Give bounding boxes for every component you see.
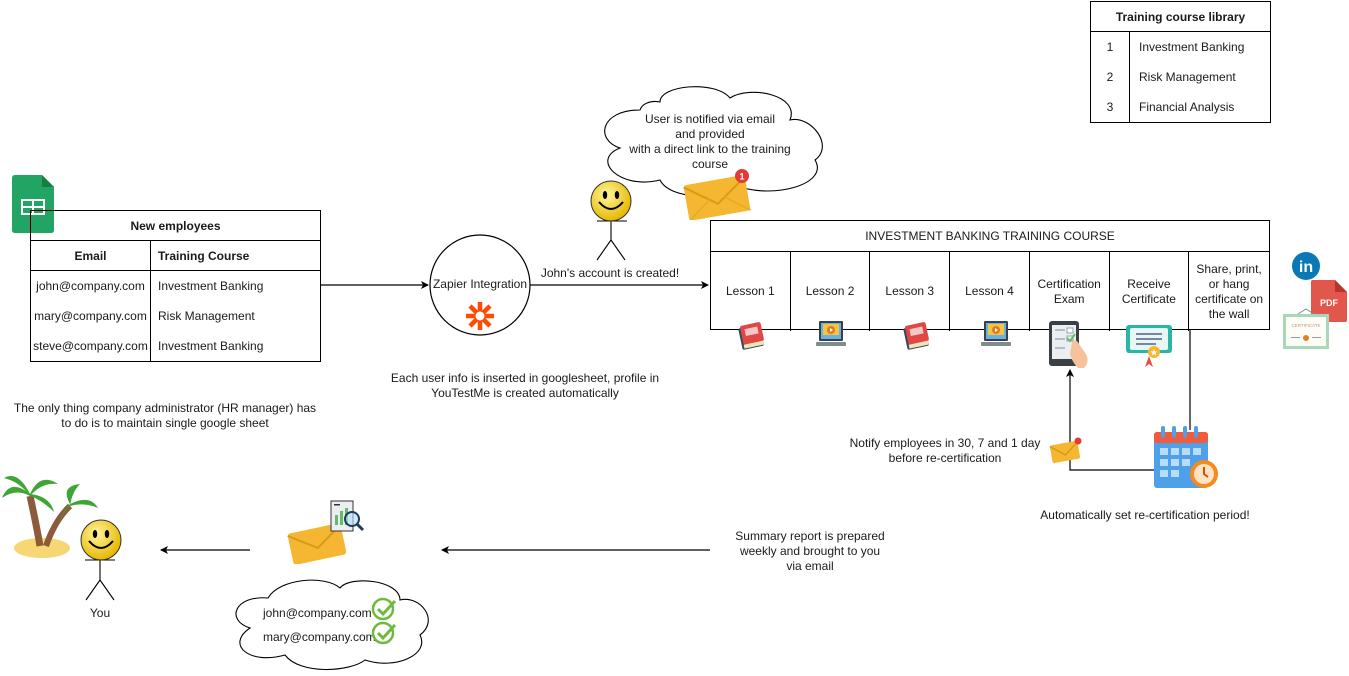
video-laptop-icon [816, 321, 846, 346]
linkedin-text: in [1299, 259, 1313, 276]
auto-recert-note: Automatically set re-certification perio… [1040, 508, 1250, 522]
notify-cloud-text: User is notified via email and provided … [615, 112, 805, 172]
tablet-exam-icon [1049, 321, 1088, 368]
summary-note-line: Summary report is prepared [735, 529, 885, 543]
table-row: john@company.com Investment Banking [30, 270, 321, 301]
pdf-icon: PDF [1311, 280, 1347, 322]
new-employees-title: New employees [30, 210, 321, 241]
admin-note: The only thing company administrator (HR… [0, 401, 330, 431]
linkedin-icon: in [1292, 252, 1320, 280]
notify-cloud-shape [604, 86, 823, 197]
notify-line: User is notified via email [644, 112, 776, 126]
table-row: mary@company.com Risk Management [30, 301, 321, 331]
summary-note-line: weekly and brought to you [739, 544, 881, 558]
zapier-logo-icon [466, 302, 494, 330]
step-receive-certificate[interactable]: Receive Certificate [1110, 252, 1190, 331]
step-lesson-1[interactable]: Lesson 1 [711, 252, 791, 331]
library-number: 3 [1090, 92, 1130, 123]
smiley-face-icon [590, 180, 632, 222]
report-cloud-shape [235, 579, 429, 671]
library-course: Risk Management [1129, 62, 1271, 92]
report-cloud-text: john@company.com mary@company.com [263, 601, 376, 649]
training-library-table: Training course library 1 Investment Ban… [1090, 1, 1271, 123]
calendar-clock-icon [1154, 426, 1218, 488]
insert-note: Each user info is inserted in googleshee… [370, 371, 680, 401]
admin-note-line: The only thing company administrator (HR… [13, 401, 317, 415]
new-employees-table: New employees Email Training Course john… [30, 210, 321, 362]
employee-course: Investment Banking [150, 331, 321, 362]
table-row: 2 Risk Management [1090, 62, 1271, 92]
step-lesson-2[interactable]: Lesson 2 [791, 252, 871, 331]
employee-course: Risk Management [150, 301, 321, 331]
notify-recert-line: Notify employees in 30, 7 and 1 day [849, 436, 1041, 450]
insert-note-line: YouTestMe is created automatically [431, 386, 619, 400]
certificate-icon [1126, 325, 1172, 367]
employee-email: mary@company.com [30, 301, 151, 331]
report-email: mary@company.com [263, 630, 376, 644]
report-email: john@company.com [263, 606, 372, 620]
you-label: You [89, 606, 111, 620]
notify-line: course [691, 157, 729, 171]
employee-course: Investment Banking [150, 270, 321, 301]
you-stick-figure [85, 559, 115, 601]
course-steps: Lesson 1 Lesson 2 Lesson 3 Lesson 4 Cert… [711, 252, 1269, 331]
course-title: INVESTMENT BANKING TRAINING COURSE [711, 221, 1269, 252]
step-lesson-3[interactable]: Lesson 3 [870, 252, 951, 331]
employee-email: john@company.com [30, 270, 151, 301]
report-item: mary@company.com [263, 625, 376, 649]
training-course-box: INVESTMENT BANKING TRAINING COURSE Lesso… [710, 220, 1270, 331]
email-notification-icon: 1 [683, 169, 751, 220]
report-item: john@company.com [263, 601, 376, 625]
mail-badge-count: 1 [739, 172, 744, 182]
you-smiley-icon [80, 519, 122, 561]
check-circle-icon [371, 597, 397, 621]
framed-certificate-text: CERTIFICATE [1291, 323, 1320, 328]
video-laptop-icon [981, 321, 1011, 346]
step-lesson-4[interactable]: Lesson 4 [950, 252, 1030, 331]
table-row: 3 Financial Analysis [1090, 92, 1271, 123]
library-number: 1 [1090, 31, 1130, 62]
john-stick-figure [596, 220, 627, 261]
employee-email: steve@company.com [30, 331, 151, 362]
notify-line: with a direct link to the training [629, 142, 791, 156]
library-course: Investment Banking [1129, 31, 1271, 62]
library-number: 2 [1090, 62, 1130, 92]
step-share-certificate[interactable]: Share, print, or hang certificate on the… [1195, 261, 1264, 321]
notify-line: and provided [675, 127, 745, 141]
library-course: Financial Analysis [1129, 92, 1271, 123]
insert-note-line: Each user info is inserted in googleshee… [390, 371, 660, 385]
library-title: Training course library [1090, 1, 1271, 32]
zapier-circle [429, 234, 531, 336]
arrow-calendar-to-exam [1066, 369, 1155, 471]
step-certification-exam[interactable]: Certification Exam [1030, 252, 1110, 331]
notify-recert-line: before re-certification [888, 451, 1002, 465]
book-icon [738, 322, 765, 350]
table-row: 1 Investment Banking [1090, 31, 1271, 62]
framed-certificate-icon: CERTIFICATE [1283, 308, 1329, 349]
report-analysis-icon [330, 500, 365, 532]
notify-recert-note: Notify employees in 30, 7 and 1 day befo… [840, 436, 1050, 466]
column-header-email: Email [30, 240, 151, 271]
palm-island-icon [2, 476, 98, 558]
email-reminder-icon [1049, 437, 1082, 463]
summary-note-line: via email [786, 559, 834, 573]
admin-note-line: to do is to maintain single google sheet [61, 416, 269, 430]
account-created-label: John's account is created! [540, 266, 680, 280]
book-icon [903, 322, 930, 350]
column-header-course: Training Course [150, 240, 321, 271]
zapier-label: Zapier Integration [432, 277, 528, 291]
report-envelope-icon [287, 523, 347, 564]
summary-note: Summary report is prepared weekly and br… [725, 529, 895, 574]
table-row: steve@company.com Investment Banking [30, 331, 321, 362]
pdf-text: PDF [1320, 298, 1339, 308]
check-circle-icon [371, 621, 397, 645]
